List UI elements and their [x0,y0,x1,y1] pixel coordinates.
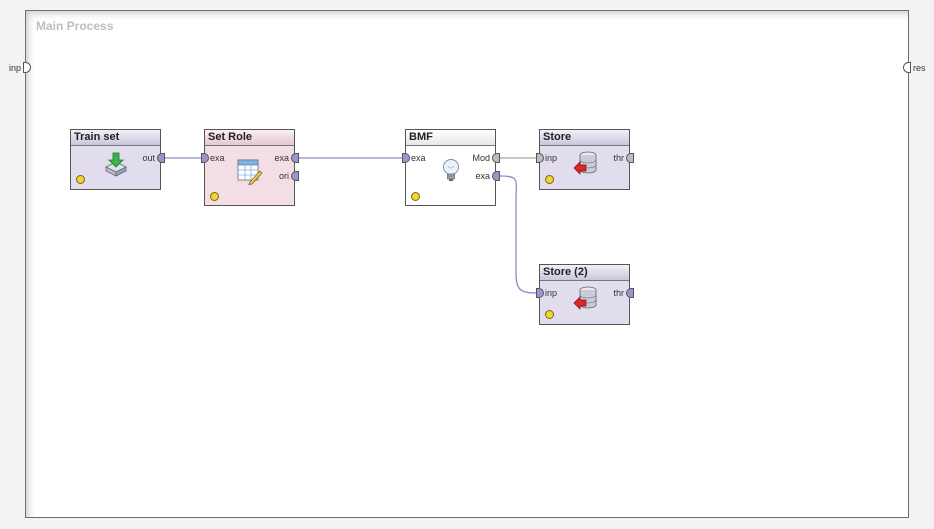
operator-title: Store (2) [540,265,629,281]
port-label-thr: thr [613,288,624,298]
status-indicator [545,310,554,319]
process-output-label: res [913,63,926,73]
port-label-exa-out: exa [274,153,289,163]
process-title: Main Process [36,19,114,33]
operator-train-set[interactable]: Train set out [70,129,165,190]
port-label-out: out [142,153,155,163]
process-input-label: inp [9,63,22,73]
process-output-port[interactable] [903,62,911,73]
operator-set-role[interactable]: Set Role exa exa ori [201,129,299,206]
operator-title: BMF [406,130,495,146]
process-canvas[interactable] [25,10,909,518]
port-label-exa-in: exa [411,153,426,163]
operator-store-2[interactable]: Store (2) inp thr [536,264,634,325]
input-port-exa[interactable] [201,153,209,163]
port-label-ori: ori [278,171,289,181]
status-indicator [76,175,85,184]
output-port-thr[interactable] [626,153,634,163]
lightbulb-icon [443,159,459,181]
input-port-inp[interactable] [536,153,544,163]
port-label-inp: inp [545,288,558,298]
store-icon [573,151,597,175]
retrieve-icon [105,152,127,177]
status-indicator [545,175,554,184]
output-port-exa[interactable] [492,171,500,181]
output-port-thr[interactable] [626,288,634,298]
operator-store[interactable]: Store inp thr [536,129,634,190]
input-port-exa[interactable] [402,153,410,163]
port-label-exa-in: exa [210,153,225,163]
operator-title: Set Role [205,130,294,146]
port-label-inp: inp [545,153,558,163]
operator-title: Store [540,130,629,146]
input-port-inp[interactable] [536,288,544,298]
status-indicator [411,192,420,201]
status-indicator [210,192,219,201]
port-label-thr: thr [613,153,624,163]
output-port-out[interactable] [157,153,165,163]
output-port-mod[interactable] [492,153,500,163]
output-port-ori[interactable] [291,171,299,181]
store-icon [573,286,597,310]
operator-title: Train set [71,130,160,146]
port-label-mod: Mod [472,153,490,163]
set-role-icon [237,159,263,185]
operator-bmf[interactable]: BMF exa Mod exa [402,129,500,206]
port-label-exa-out: exa [475,171,490,181]
process-input-port[interactable] [23,62,31,73]
output-port-exa[interactable] [291,153,299,163]
